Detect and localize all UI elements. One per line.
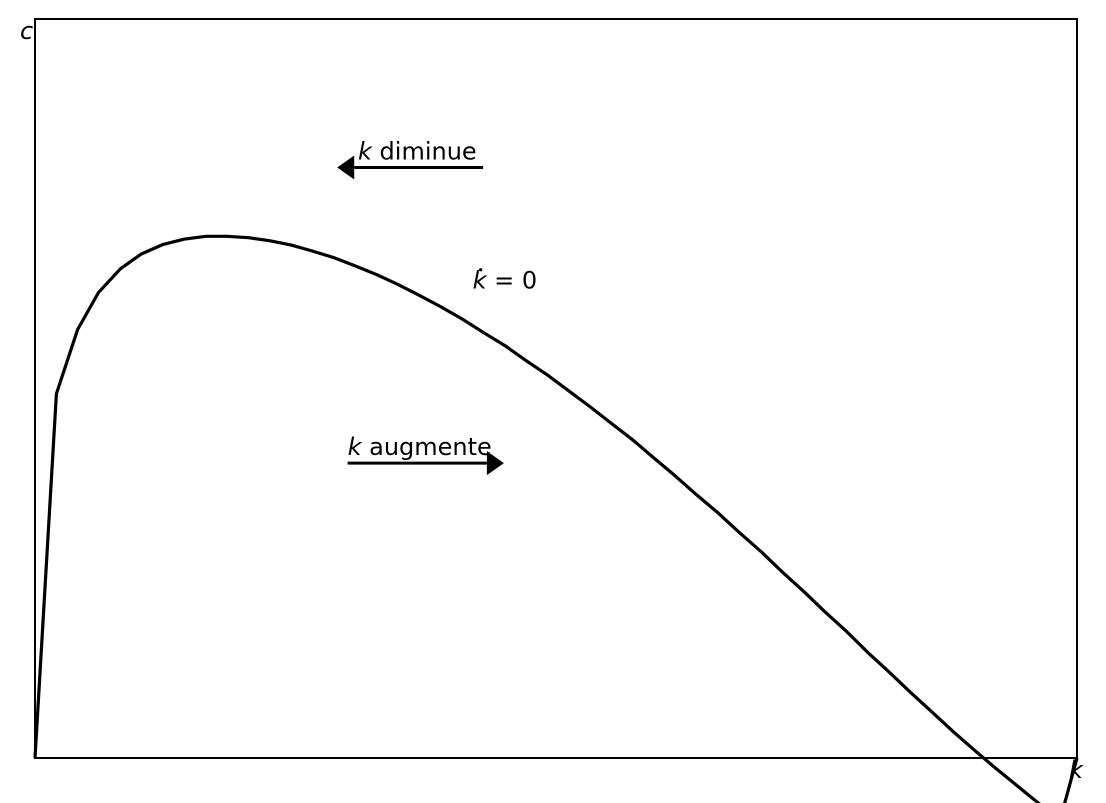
k-dot-zero-curve bbox=[33, 234, 1079, 803]
arrow-k-augmente bbox=[347, 451, 504, 476]
arrow-left-head bbox=[337, 155, 355, 180]
k-dot-overdot bbox=[479, 268, 483, 272]
annotation-k-dot-var: k bbox=[473, 267, 488, 295]
y-axis-label: c bbox=[20, 17, 33, 45]
annotation-k-dot-zero: k = 0 bbox=[473, 267, 538, 295]
plot-frame bbox=[34, 18, 1078, 759]
annotation-k-augmente-var: k bbox=[348, 433, 363, 461]
arrow-right-head bbox=[486, 451, 504, 476]
annotation-k-diminue-text: diminue bbox=[372, 137, 477, 165]
annotation-k-diminue: k diminue bbox=[358, 137, 477, 165]
annotation-k-augmente: k augmente bbox=[348, 433, 492, 461]
x-axis-label: k bbox=[1069, 756, 1084, 784]
annotation-k-dot-text: = 0 bbox=[487, 267, 538, 295]
arrow-k-diminue bbox=[337, 155, 484, 180]
annotation-k-diminue-var: k bbox=[358, 137, 373, 165]
annotation-k-augmente-text: augmente bbox=[362, 433, 492, 461]
